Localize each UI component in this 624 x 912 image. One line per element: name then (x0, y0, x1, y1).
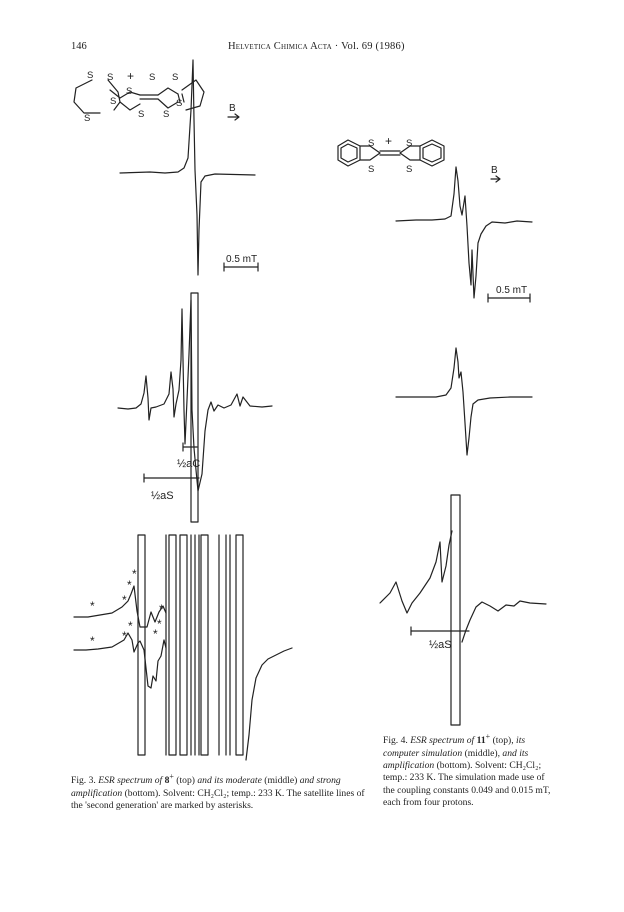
fig3-sulfur-3: S (84, 113, 90, 124)
fig3-middle-spectrum (117, 299, 273, 492)
fig3-bottom-spectrum-right (245, 647, 293, 761)
fig3-bottom-spectrum-lower (73, 632, 167, 689)
fig4-field-label: B (491, 165, 498, 176)
fig3-sulfur-9: S (172, 72, 178, 83)
fig3-sulfur-10: S (176, 98, 182, 109)
fig4-and-amp: and its amplification (383, 747, 529, 771)
journal-line: Helvetica Chimica Acta · Vol. 69 (1986) (228, 41, 405, 52)
fig4-temp: temp.: 233 K. (383, 772, 436, 784)
journal-name: Helvetica Chimica Acta (228, 41, 332, 52)
fig4-middle-spectrum (395, 347, 533, 456)
fig3-scale-label: 0.5 mT (226, 254, 257, 265)
fig3-sulfur-2: S (107, 72, 113, 83)
fig3-moderate: moderate (225, 775, 262, 787)
figure4-caption: Fig. 4. ESR spectrum of 11+ (top), its c… (383, 731, 555, 810)
fig3-solvent-label: Solvent: (162, 787, 195, 799)
fig3-asterisk-8: * (128, 619, 133, 633)
fig4-structure (337, 139, 445, 167)
fig3-asterisk-9: * (153, 627, 158, 641)
fig4-sulfur-2: S (368, 164, 374, 175)
fig4-scale-label: 0.5 mT (496, 285, 527, 296)
fig3-asterisk-4: * (132, 567, 137, 581)
fig3-charge: + (127, 69, 134, 83)
running-header: 146 Helvetica Chimica Acta · Vol. 69 (19… (0, 41, 624, 57)
fig4-paren-middle: (middle), (464, 747, 500, 759)
fig3-solvent: CH₂Cl₂; (197, 787, 230, 799)
fig4-sulfur-3: S (406, 138, 412, 149)
fig3-paren-middle: (middle) (264, 775, 298, 787)
fig4-caption-title: ESR spectrum of (410, 735, 475, 747)
fig3-caption-rest: The satellite lines of the 'second gener… (71, 787, 365, 811)
volume: Vol. 69 (1986) (341, 41, 405, 52)
fig4-charge: + (385, 134, 392, 148)
fig3-field-label: B (229, 103, 236, 114)
figure3-caption: Fig. 3. ESR spectrum of 8+ (top) and its… (71, 771, 367, 812)
fig3-sulfur-5: S (126, 86, 132, 97)
fig4-compound: 11 (476, 735, 486, 747)
fig4-bottom-spectrum (379, 530, 547, 643)
fig4-paren-top: (top), (492, 735, 514, 747)
fig3-sulfur-4: S (110, 96, 116, 107)
fig4-sulfur-4: S (406, 164, 412, 175)
fig4-caption-rest: The simulation made use of the coupling … (383, 772, 551, 809)
fig3-bottom-saturated-lines (137, 534, 244, 756)
fig3-top-spectrum (119, 59, 256, 276)
fig3-caption-title: ESR spectrum of (98, 775, 163, 787)
fig3-asterisk-5: * (159, 602, 164, 616)
fig3-asterisk-7: * (122, 629, 127, 643)
fig4-solvent: CH₂Cl₂; (509, 760, 542, 771)
fig4-top-spectrum (395, 166, 533, 299)
fig3-sulfur-8: S (163, 109, 169, 120)
fig3-coupling-c: ½aC (177, 458, 200, 470)
fig3-and-its: and its (197, 775, 224, 787)
fig4-caption-label: Fig. 4. (383, 735, 408, 747)
fig3-asterisk-6: * (90, 634, 95, 648)
fig4-its-sim: its computer simulation (383, 735, 526, 759)
fig4-solvent-label: Solvent: (474, 760, 507, 771)
fig3-and-strong: and strong (299, 775, 341, 787)
fig3-asterisk-10: * (157, 617, 162, 631)
fig3-coupling-s: ½aS (151, 490, 174, 502)
fig3-structure (73, 79, 205, 114)
fig3-asterisk-1: * (90, 599, 95, 613)
fig4-paren-bottom: (bottom). (436, 760, 473, 771)
fig3-asterisk-3: * (127, 578, 132, 592)
fig3-caption-label: Fig. 3. (71, 775, 96, 787)
fig4-compound-charge: + (485, 732, 491, 741)
fig3-compound: 8 (164, 775, 170, 787)
fig4-sulfur-1: S (368, 138, 374, 149)
page-number: 146 (71, 41, 87, 52)
fig3-paren-top: (top) (176, 775, 195, 787)
fig3-compound-charge: + (169, 772, 174, 781)
fig3-asterisk-2: * (122, 593, 127, 607)
fig3-paren-bottom: (bottom). (124, 787, 161, 799)
fig4-coupling-s: ½aS (429, 639, 452, 651)
fig3-sulfur-7: S (149, 72, 155, 83)
fig3-sulfur-6: S (138, 109, 144, 120)
fig3-amplification: amplification (71, 787, 123, 799)
fig3-sulfur-1: S (87, 70, 93, 81)
fig3-bottom-spectrum-upper (73, 585, 167, 628)
fig3-temp: temp.: 233 K. (231, 787, 285, 799)
